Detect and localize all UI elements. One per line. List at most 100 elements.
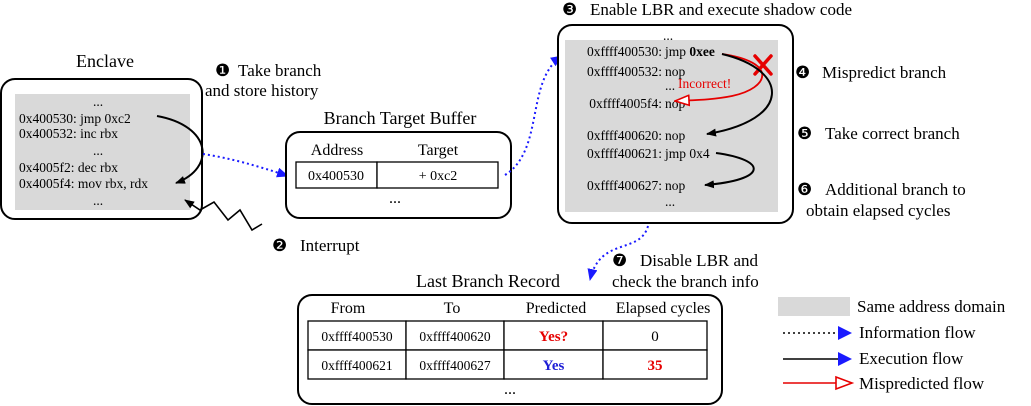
shadow-instruction-op: jmp 0x4 — [664, 146, 710, 161]
info-flow-shadow-to-lbr — [587, 225, 649, 281]
btb-header-target: Target — [418, 142, 459, 159]
btb-row-address: 0x400530 — [308, 169, 364, 184]
enclave-jump-arrow — [156, 115, 204, 184]
shadow-instruction-op: nop — [665, 128, 686, 143]
shadow-address: 0xffff400532: — [587, 64, 662, 79]
step-6: ❻ Additional branch to obtain elapsed cy… — [797, 180, 966, 220]
shadow-instruction: jmp 0x4 — [664, 146, 710, 161]
info-flow-enclave-to-btb — [202, 153, 289, 178]
incorrect-label: Incorrect! — [678, 76, 731, 91]
btb-cell-address — [295, 161, 378, 189]
legend-mispredict-arrowhead-icon — [835, 375, 855, 391]
btb-title: Branch Target Buffer — [324, 108, 477, 128]
btb-group: Branch Target Buffer Address Target 0x40… — [285, 108, 512, 219]
additional-branch-arrow — [704, 152, 755, 189]
enclave-code-line: 0x4005f4: mov rbx, rdx — [19, 176, 148, 191]
lbr-to: 0xffff400627 — [419, 358, 491, 373]
enclave-shaded-region — [15, 94, 190, 210]
step-5: ❺ Take correct branch — [797, 124, 960, 143]
legend-info-arrowhead-icon — [838, 326, 852, 340]
enclave-code-dots: ... — [93, 193, 103, 208]
lbr-cell — [602, 320, 708, 351]
shadow-code-lines: 0xffff400530:jmp 0xee0xffff400532:nop...… — [587, 44, 715, 209]
shadow-address: 0xffff400621: — [587, 146, 662, 161]
step-2-number: ❷ — [272, 236, 287, 255]
shadow-instruction: nop — [665, 64, 686, 79]
step-7-line-1: Disable LBR and — [640, 251, 759, 270]
lbr-from: 0xffff400530 — [321, 329, 393, 344]
shadow-instruction-op: nop — [665, 96, 686, 111]
lbr-header-from: From — [331, 300, 366, 317]
enclave-code-dots: ... — [93, 143, 103, 158]
lbr-cell — [503, 320, 604, 351]
lbr-cell — [602, 349, 708, 380]
shadow-instruction-op: jmp — [664, 44, 686, 59]
lbr-cell — [503, 349, 604, 380]
step-4-label: Mispredict branch — [822, 63, 947, 82]
btb-header-address: Address — [311, 142, 363, 159]
step-1-number: ❶ — [215, 61, 230, 80]
enclave-code-dots: ... — [93, 94, 103, 109]
step-6-number: ❻ — [797, 180, 812, 199]
interrupt-lightning-icon — [184, 199, 263, 232]
step-1: ❶ Take branch and store history — [205, 61, 322, 100]
legend: Same address domain Information flow Exe… — [778, 297, 1006, 393]
shadow-instruction-op: ... — [665, 78, 675, 93]
enclave-code-line: 0x400530: jmp 0xc2 — [19, 111, 131, 126]
step-2: ❷ Interrupt — [272, 236, 360, 255]
lbr-predicted: Yes — [543, 358, 565, 374]
lbr-cell — [307, 320, 407, 351]
shadow-instruction-op: nop — [665, 64, 686, 79]
wrong-cross-icon — [753, 54, 773, 76]
step-1-line-1: Take branch — [238, 61, 322, 80]
mispredicted-arrow — [675, 53, 764, 101]
lbr-predicted: Yes? — [539, 329, 568, 345]
enclave-code-line: 0x4005f2: dec rbx — [19, 160, 118, 175]
shadow-instruction-op: ... — [665, 194, 675, 209]
lbr-header-elapsed: Elapsed cycles — [616, 300, 711, 317]
shadow-address: 0xffff400530: — [587, 44, 662, 59]
enclave-code-line: 0x400532: inc rbx — [19, 126, 118, 141]
lbr-cell — [307, 349, 407, 380]
step-4: ❹ Mispredict branch — [795, 63, 947, 82]
lbr-to: 0xffff400620 — [419, 329, 491, 344]
lbr-elapsed: 35 — [648, 358, 663, 374]
shadow-instruction-operand: 0xee — [689, 44, 714, 59]
shadow-instruction: nop — [665, 96, 686, 111]
step-5-number: ❺ — [797, 124, 812, 143]
btb-cell-target — [376, 161, 499, 189]
lbr-from: 0xffff400621 — [321, 358, 392, 373]
step-5-label: Take correct branch — [825, 124, 960, 143]
shadow-code-group: ... 0xffff400530:jmp 0xee0xffff400532:no… — [557, 24, 794, 224]
correct-branch-arrow — [706, 53, 773, 137]
step-6-line-1: Additional branch to — [825, 180, 966, 199]
step-3-label: Enable LBR and execute shadow code — [590, 0, 852, 19]
lbr-table: 0xffff400530 0xffff400620 Yes? 0 0xffff40062… — [307, 320, 708, 380]
shadow-instruction: nop — [665, 178, 686, 193]
step-3: ❸ Enable LBR and execute shadow code — [562, 0, 852, 19]
shadow-shaded-region — [565, 40, 778, 212]
legend-exec-arrowhead-icon — [838, 352, 852, 366]
legend-info-flow: Information flow — [859, 323, 976, 342]
shadow-dots: ... — [665, 194, 675, 209]
shadow-instruction: nop — [665, 128, 686, 143]
lbr-group: Last Branch Record From To Predicted Ela… — [297, 271, 723, 405]
step-3-number: ❸ — [562, 0, 577, 19]
shadow-address: 0xffff400620: — [587, 128, 662, 143]
shadow-address: 0xffff400627: — [587, 178, 662, 193]
btb-more-rows: ... — [389, 190, 401, 207]
lbr-title: Last Branch Record — [416, 271, 560, 291]
lbr-cell — [405, 320, 505, 351]
step-7-number: ❼ — [612, 251, 627, 270]
shadow-dots: ... — [665, 78, 675, 93]
legend-same-domain-swatch — [778, 297, 850, 316]
info-flow-btb-to-shadow — [504, 55, 563, 176]
lbr-more-rows: ... — [504, 381, 516, 398]
shadow-instruction-op: nop — [665, 178, 686, 193]
enclave-title: Enclave — [76, 51, 134, 71]
lbr-header-to: To — [444, 300, 461, 317]
step-4-number: ❹ — [795, 63, 810, 82]
lbr-elapsed: 0 — [651, 329, 659, 345]
